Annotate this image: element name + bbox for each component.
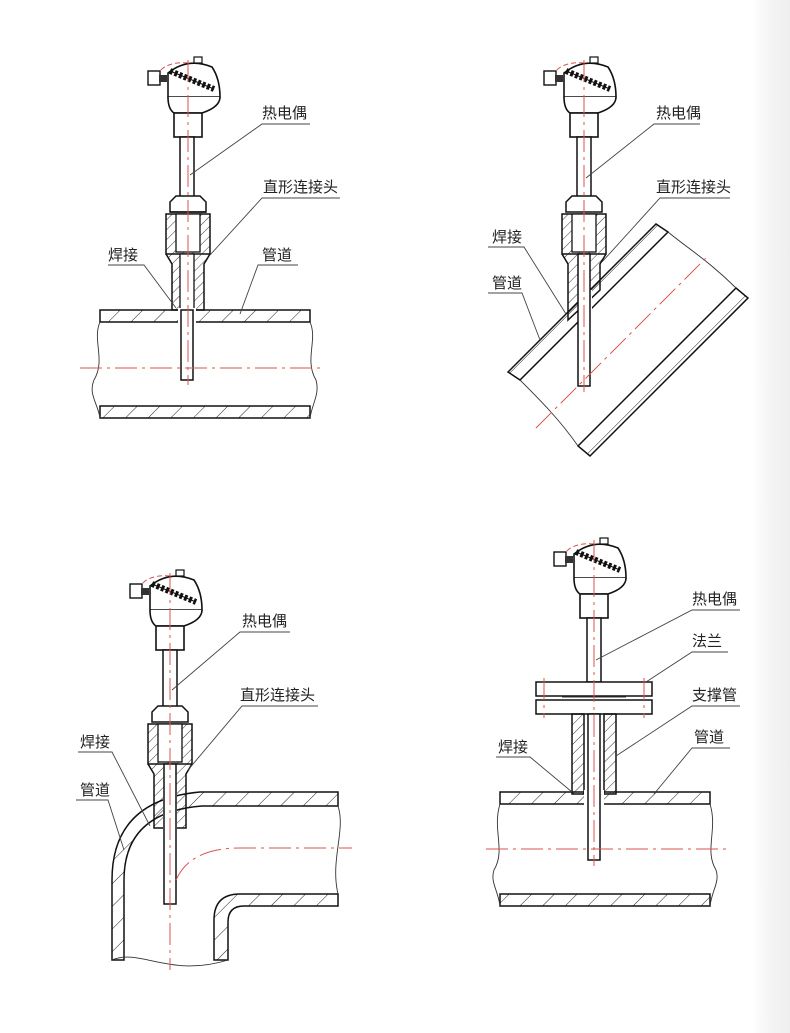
diagram-straight-pipe: 热电偶 直形连接头 焊接 管道 <box>80 57 340 419</box>
label-pipe: 管道 <box>694 728 724 746</box>
label-connector: 直形连接头 <box>263 178 338 196</box>
label-support-tube: 支撑管 <box>692 686 737 704</box>
label-pipe: 管道 <box>492 274 522 292</box>
thermocouple-head-icon <box>130 570 202 650</box>
label-thermocouple: 热电偶 <box>262 104 307 122</box>
label-weld: 焊接 <box>498 738 528 756</box>
diagram-elbow-pipe: 热电偶 直形连接头 焊接 管道 <box>76 570 352 970</box>
label-pipe: 管道 <box>80 781 110 799</box>
label-connector: 直形连接头 <box>240 686 315 704</box>
label-weld: 焊接 <box>80 733 110 751</box>
label-weld: 焊接 <box>108 246 138 264</box>
label-thermocouple: 热电偶 <box>242 612 287 630</box>
label-connector: 直形连接头 <box>656 178 731 196</box>
diagram-flange-support: 热电偶 法兰 支撑管 焊接 管道 <box>486 538 740 907</box>
label-flange: 法兰 <box>692 632 722 650</box>
thermocouple-head-icon <box>554 538 626 618</box>
label-weld: 焊接 <box>492 228 522 246</box>
label-pipe: 管道 <box>262 246 292 264</box>
thermocouple-head-icon <box>148 57 220 137</box>
label-thermocouple: 热电偶 <box>692 590 737 608</box>
diagram-inclined-pipe: 热电偶 直形连接头 焊接 管道 <box>488 57 750 458</box>
thermocouple-head-icon <box>544 57 616 137</box>
label-thermocouple: 热电偶 <box>656 104 701 122</box>
